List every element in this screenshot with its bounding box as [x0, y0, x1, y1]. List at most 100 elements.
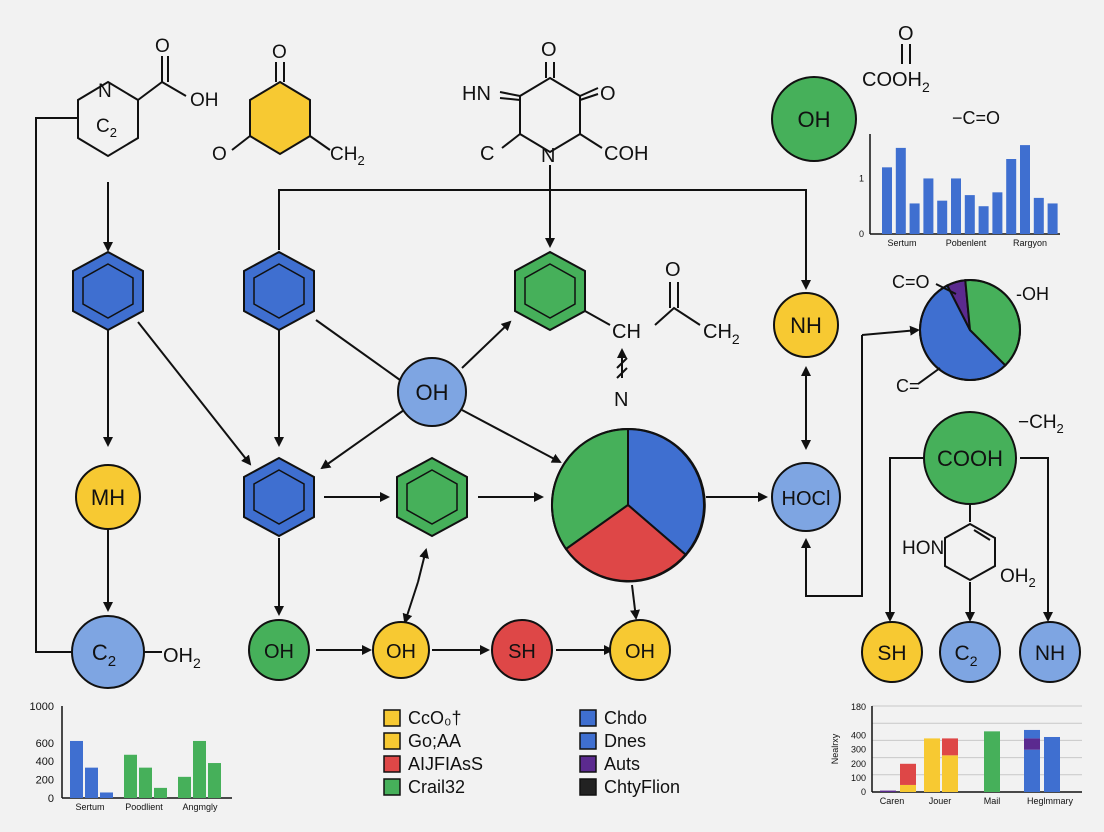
y-tick-label: 200: [851, 759, 866, 769]
x-tick-label: Pobenlent: [946, 238, 987, 248]
y-tick-label: 400: [36, 756, 54, 768]
molecule-bond: [584, 282, 701, 326]
arrow-oh-to-pie: [461, 409, 562, 463]
node-label: MH: [91, 485, 125, 510]
bar: [909, 203, 920, 234]
bar: [178, 776, 191, 798]
atom-hon: HON: [902, 538, 944, 559]
y-tick-label: 100: [851, 773, 866, 783]
node-oh-bottom-3: [609, 619, 671, 681]
bar-segment: [942, 755, 958, 792]
atom-oh: OH: [190, 90, 219, 111]
bar: [992, 192, 1003, 234]
pie-outline: [919, 279, 1021, 381]
atom-ch2: CH2: [330, 144, 365, 168]
hexagon-green-1: [514, 250, 586, 332]
node-label: NH: [790, 313, 822, 338]
atom-hn: HN: [462, 83, 491, 105]
molecule-bond: [231, 62, 331, 151]
bar: [139, 767, 152, 798]
node-label: COOH: [937, 446, 1003, 471]
bar: [1006, 159, 1017, 234]
atom-o: O: [665, 259, 681, 281]
node-label: SH: [508, 641, 536, 663]
pie-chart-right: [919, 279, 1021, 381]
bar-segment: [984, 731, 1000, 792]
node-label: OH: [386, 641, 416, 663]
node-nh-right: [773, 292, 839, 358]
atom-ch2: CH2: [703, 321, 740, 347]
molecule-dioxopiperazine: [499, 62, 603, 154]
molecule-c-eq-o: −C=O: [952, 108, 1000, 128]
arrow-hex4-oh2-down: [402, 581, 419, 624]
node-label: HOCl: [782, 488, 831, 510]
y-tick-label: 180: [851, 702, 866, 712]
molecule-bond: [616, 357, 628, 379]
node-nh-bottom: [1019, 621, 1081, 683]
arrow-hex1-to-hex3: [137, 321, 252, 466]
legend-label: Dnes: [604, 731, 646, 751]
bar: [124, 754, 137, 798]
atom-coh: COH: [604, 143, 648, 165]
atom-n: N: [614, 389, 628, 411]
bar: [1020, 145, 1030, 234]
bar-segment: [1024, 749, 1040, 792]
node-oh-top: [771, 76, 857, 162]
legend-label: Auts: [604, 754, 640, 774]
y-tick-label: 0: [859, 229, 864, 239]
node-sh-right: [861, 621, 923, 683]
legend-swatch: [579, 778, 597, 796]
bar: [923, 178, 934, 234]
hexagon-green-2: [396, 456, 468, 538]
molecule-ring: [519, 76, 581, 154]
y-tick-label: 200: [36, 775, 54, 787]
arrow-pie-to-oh3: [630, 584, 641, 620]
node-label: OH: [264, 641, 294, 663]
bar: [882, 167, 892, 234]
molecule-ch2-right: −CH2: [1018, 412, 1064, 436]
pie-outline: [551, 428, 705, 582]
legend-swatch: [579, 709, 597, 727]
node-sh-bottom: [491, 619, 553, 681]
x-tick-label: Sertum: [887, 238, 916, 248]
y-tick-label: 1000: [30, 701, 54, 713]
legend-swatch: [383, 778, 401, 796]
node-label: C2: [955, 642, 978, 669]
node-c2-right: [939, 621, 1001, 683]
atom-ch: CH: [612, 321, 641, 343]
bar-segment: [900, 763, 916, 785]
legend-label: CcO₀†: [408, 708, 461, 728]
molecule-oh-pie: -OH: [1016, 284, 1049, 304]
node-cooh-big: [923, 411, 1017, 505]
atom-o-top: O: [272, 42, 287, 63]
bar: [1033, 197, 1044, 234]
node-label: NH: [1035, 642, 1065, 665]
y-tick-label: 600: [36, 738, 54, 750]
bracket-cooh-right: [1020, 457, 1053, 622]
y-tick-label: 300: [851, 745, 866, 755]
molecule-bond: [935, 283, 957, 295]
arrow-oh-to-m4: [461, 320, 512, 369]
bar: [964, 195, 975, 234]
node-oh-bottom-1: [248, 619, 310, 681]
legend-swatch: [383, 709, 401, 727]
x-tick-label: Rargyon: [1013, 238, 1047, 248]
bar: [978, 206, 989, 234]
atom-n: N: [98, 81, 112, 102]
legend-label: Crail32: [408, 777, 465, 797]
atom-n: N: [541, 145, 555, 167]
legend-label: Chdo: [604, 708, 647, 728]
atom-oh2: OH2: [163, 645, 201, 671]
node-label: OH: [625, 641, 655, 663]
bracket-cooh-left: [885, 457, 925, 622]
molecule-bond: [917, 367, 941, 385]
bar: [70, 740, 83, 798]
bar-segment: [1044, 736, 1060, 792]
x-tick-label: Sertum: [75, 802, 104, 812]
x-tick-label: Jouer: [929, 796, 952, 806]
atom-o: O: [155, 36, 170, 57]
molecule-bond: [499, 62, 603, 149]
legend: CcO₀†Go;AAAIJFIAsSCrail32ChdoDnesAutsCht…: [383, 708, 680, 797]
